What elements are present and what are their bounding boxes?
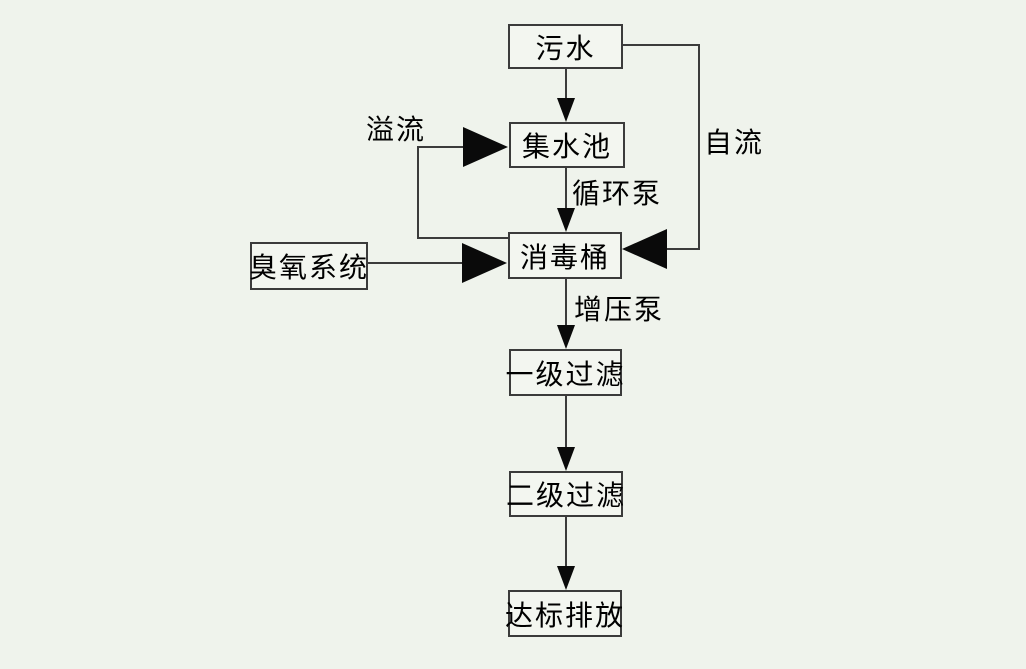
node-ozone-system-label: 臭氧系统 <box>249 251 370 284</box>
edge-label-overflow: 溢流 <box>366 113 427 146</box>
edge-barrel-filter1-line <box>565 279 567 326</box>
node-disinfection-barrel: 消毒桶 <box>508 232 622 279</box>
edge-filter1-filter2-line <box>565 396 567 448</box>
arrowhead-right-icon <box>462 243 507 283</box>
edge-overflow-top-line <box>417 146 465 148</box>
edge-label-gravity-flow: 自流 <box>704 126 765 159</box>
node-sewage: 污水 <box>508 24 623 69</box>
node-secondary-filter: 二级过滤 <box>506 471 627 517</box>
edge-gravity-vertical-line <box>698 44 700 250</box>
edge-overflow-vertical-line <box>417 146 419 239</box>
node-ozone-system: 臭氧系统 <box>249 242 370 290</box>
edge-overflow-bottom-line <box>417 237 508 239</box>
edge-ozone-line <box>368 262 463 264</box>
arrowhead-down-icon <box>557 208 575 232</box>
edge-label-circulation-pump: 循环泵 <box>572 177 663 210</box>
arrowhead-down-icon <box>557 98 575 122</box>
arrowhead-down-icon <box>557 447 575 471</box>
node-collection-pool-label: 集水池 <box>521 130 612 163</box>
edge-gravity-top-line <box>623 44 700 46</box>
arrowhead-left-icon <box>622 229 667 269</box>
node-secondary-filter-label: 二级过滤 <box>506 479 627 512</box>
node-discharge: 达标排放 <box>505 590 626 637</box>
node-primary-filter: 一级过滤 <box>506 349 624 396</box>
edge-filter2-discharge-line <box>565 517 567 567</box>
arrowhead-down-icon <box>557 325 575 349</box>
node-sewage-label: 污水 <box>535 31 596 65</box>
edge-gravity-bottom-line <box>665 248 700 250</box>
node-primary-filter-label: 一级过滤 <box>505 357 626 391</box>
edge-label-booster-pump: 增压泵 <box>574 293 665 326</box>
arrowhead-down-icon <box>557 566 575 590</box>
node-discharge-label: 达标排放 <box>505 598 626 632</box>
node-collection-pool: 集水池 <box>509 122 625 168</box>
arrowhead-right-icon <box>463 127 508 167</box>
edge-sewage-pool-line <box>565 69 567 101</box>
node-disinfection-barrel-label: 消毒桶 <box>519 240 610 274</box>
edge-pool-barrel-line <box>565 168 567 210</box>
